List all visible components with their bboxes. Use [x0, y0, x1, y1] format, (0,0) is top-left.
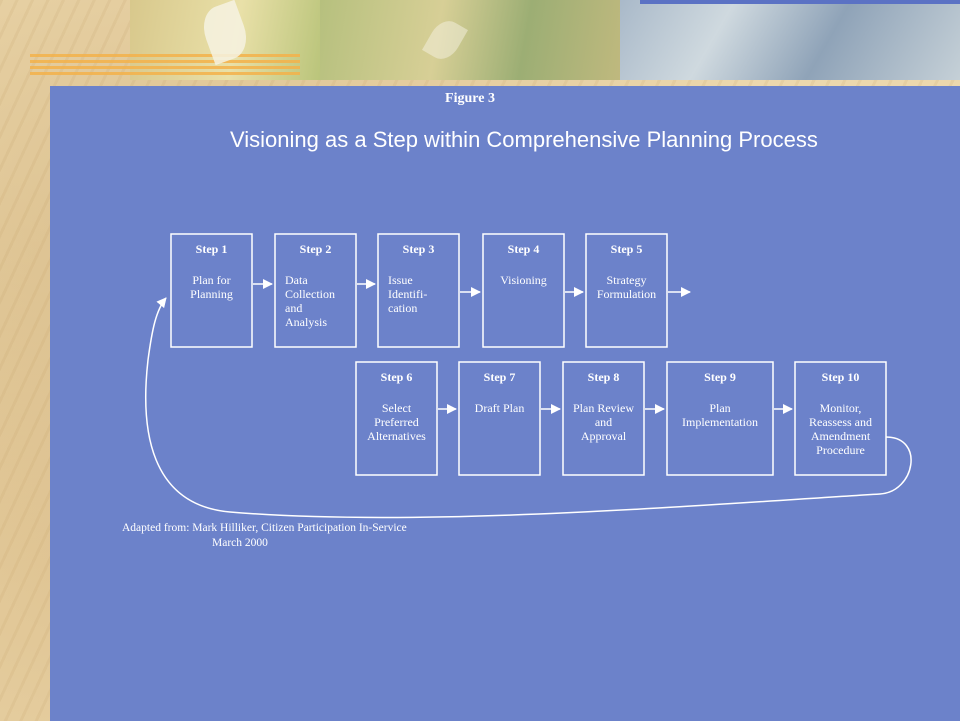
step-text: and — [285, 301, 302, 315]
credit-date: March 2000 — [212, 537, 268, 549]
step-text: Reassess and — [809, 415, 872, 429]
step-label: Step 9 — [704, 370, 736, 384]
step-text: Approval — [581, 429, 627, 443]
step-text: and — [595, 415, 612, 429]
step-text: Plan Review — [573, 401, 634, 415]
step-text: Identifi- — [388, 287, 427, 301]
step-label: Step 5 — [611, 242, 643, 256]
step-text: Preferred — [374, 415, 419, 429]
step-label: Step 3 — [403, 242, 435, 256]
step-text: Alternatives — [367, 429, 426, 443]
banner-accent — [640, 0, 960, 4]
step-text: cation — [388, 301, 417, 315]
diagram-title: Visioning as a Step within Comprehensive… — [230, 127, 818, 152]
step-label: Step 10 — [822, 370, 860, 384]
step-label: Step 8 — [588, 370, 620, 384]
step-text: Issue — [388, 273, 413, 287]
slide-panel — [50, 86, 960, 721]
step-label: Step 6 — [381, 370, 413, 384]
decorative-banner — [30, 0, 960, 80]
figure-label: Figure 3 — [445, 91, 495, 106]
step-text: Implementation — [682, 415, 758, 429]
step-text: Draft Plan — [475, 401, 525, 415]
step-label: Step 7 — [484, 370, 516, 384]
step-label: Step 2 — [300, 242, 332, 256]
step-text: Visioning — [500, 273, 547, 287]
step-label: Step 1 — [196, 242, 228, 256]
step-text: Planning — [190, 287, 233, 301]
step-text: Strategy — [607, 273, 647, 287]
step-box-4: Step 4 Visioning — [482, 233, 565, 348]
step-box-7: Step 7 Draft Plan — [458, 361, 541, 476]
step-text: Collection — [285, 287, 335, 301]
step-text: Plan — [709, 401, 730, 415]
credit-note: Adapted from: Mark Hilliker, Citizen Par… — [122, 521, 407, 551]
step-box-10: Step 10 Monitor,Reassess andAmendmentProc… — [794, 361, 887, 476]
step-text: Amendment — [811, 429, 871, 443]
step-text: Plan for — [192, 273, 230, 287]
step-label: Step 4 — [508, 242, 540, 256]
step-text: Select — [382, 401, 412, 415]
step-text: Formulation — [597, 287, 656, 301]
feedback-loop-arrow — [144, 297, 912, 519]
step-text: Data — [285, 273, 308, 287]
step-text: Analysis — [285, 315, 327, 329]
step-text: Procedure — [816, 443, 865, 457]
credit-line: Adapted from: Mark Hilliker, Citizen Par… — [122, 522, 407, 534]
step-text: Monitor, — [820, 401, 862, 415]
